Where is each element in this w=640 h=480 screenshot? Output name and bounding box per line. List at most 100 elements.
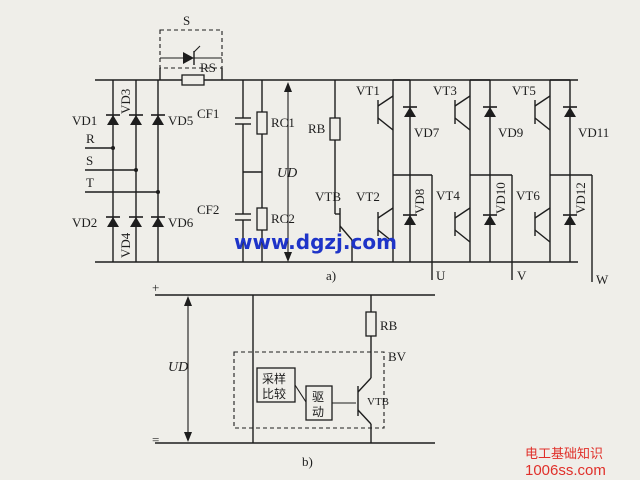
vt6-emitter: [534, 229, 551, 243]
thyristor-gate: [193, 45, 201, 53]
junction: [156, 190, 160, 194]
vtb-b-emitter: [357, 409, 372, 425]
label-vt2: VT2: [356, 189, 380, 204]
diode-vd7: [402, 106, 418, 118]
drive-block: [305, 385, 333, 421]
vt5-emitter: [534, 117, 551, 131]
label-vd5: VD5: [168, 113, 193, 128]
junction: [134, 168, 138, 172]
resistor-rb: [329, 117, 341, 141]
label-vd2: VD2: [72, 215, 97, 230]
diode-vd8: [402, 214, 418, 226]
junction: [111, 146, 115, 150]
label-cf1: CF1: [197, 106, 219, 121]
diode-vd10: [482, 214, 498, 226]
switch-box: [159, 29, 223, 69]
label-rb-b: RB: [380, 318, 398, 333]
label-vt3: VT3: [433, 83, 457, 98]
inverter-legs: VT1 VT2 VD7 VD8 U VT3 VT4 VD9 VD10 V: [356, 79, 609, 287]
label-vt5: VT5: [512, 83, 536, 98]
ud-arrowhead: [184, 432, 192, 442]
label-rs: RS: [200, 60, 216, 75]
label-minus: =: [152, 432, 159, 447]
diode-vd9: [482, 106, 498, 118]
label-input-s: S: [86, 153, 93, 168]
circuit-a: R S T VD1 VD3 VD5 VD2 VD4 VD6 S RS CF1 C…: [72, 13, 609, 287]
label-output-w: W: [596, 272, 609, 287]
site-name: 电工基础知识: [525, 446, 603, 462]
compare-block: [256, 367, 296, 403]
label-output-v: V: [517, 268, 527, 283]
label-input-r: R: [86, 131, 95, 146]
vt4-emitter: [454, 229, 471, 243]
vt1-emitter: [377, 117, 394, 131]
signal-link: [294, 384, 307, 403]
label-vtb-a: VTB: [315, 189, 341, 204]
site-logo: 电工基础知识 1006ss.com: [525, 446, 606, 479]
ud-arrowhead: [284, 252, 292, 262]
vtb-emitter: [339, 225, 353, 241]
label-output-u: U: [436, 268, 446, 283]
diode-vd4: [128, 216, 144, 228]
diode-vd3: [128, 114, 144, 126]
vt3-emitter: [454, 117, 471, 131]
label-bv: BV: [388, 349, 407, 364]
diode-vd12: [562, 214, 578, 226]
label-vd7: VD7: [414, 125, 440, 140]
vt4-collector: [454, 207, 471, 219]
label-vt4: VT4: [436, 188, 460, 203]
label-vd4: VD4: [118, 232, 133, 258]
vt2-emitter: [377, 229, 394, 243]
diode-vd1: [105, 114, 121, 126]
label-vd10: VD10: [493, 182, 508, 214]
label-compare-1: 采样: [262, 371, 286, 386]
vt5-collector: [534, 95, 551, 107]
vt2-collector: [377, 207, 394, 219]
vt6-collector: [534, 207, 551, 219]
site-domain: 1006ss.com: [525, 462, 606, 479]
resistor-rb-b: [365, 311, 377, 337]
vtb-b-collector: [357, 377, 372, 393]
label-vt6: VT6: [516, 188, 540, 203]
label-plus: +: [152, 280, 159, 295]
watermark: www.dgzj.com: [234, 230, 397, 254]
caption-b: b): [302, 454, 313, 469]
label-vd6: VD6: [168, 215, 194, 230]
diode-vd11: [562, 106, 578, 118]
label-vd9: VD9: [498, 125, 523, 140]
diode-vd6: [150, 216, 166, 228]
label-rb-a: RB: [308, 121, 326, 136]
label-drive-1: 驱: [312, 390, 324, 404]
control-module: [233, 351, 385, 429]
label-vd12: VD12: [573, 182, 588, 214]
label-switch-s: S: [183, 13, 190, 28]
resistor-rc2: [256, 207, 268, 231]
caption-a: a): [326, 268, 336, 283]
label-ud-a: UD: [277, 166, 297, 181]
label-drive-2: 动: [312, 405, 324, 419]
label-input-t: T: [86, 175, 94, 190]
vt3-collector: [454, 95, 471, 107]
diode-vd2: [105, 216, 121, 228]
resistor-rc1: [256, 111, 268, 135]
label-vtb-b: VTB: [367, 396, 389, 408]
label-rc2: RC2: [271, 211, 295, 226]
ud-arrowhead: [284, 82, 292, 92]
diode-vd5: [150, 114, 166, 126]
label-rc1: RC1: [271, 115, 295, 130]
label-vd3: VD3: [118, 89, 133, 114]
resistor-rs: [181, 74, 205, 86]
label-compare-2: 比较: [262, 386, 286, 401]
vt1-collector: [377, 95, 394, 107]
circuit-b: + = UD 采样 比较 驱 动 RB BV VTB b): [152, 280, 435, 469]
label-vd1: VD1: [72, 113, 97, 128]
label-cf2: CF2: [197, 202, 219, 217]
label-vd11: VD11: [578, 125, 609, 140]
thyristor-icon: [183, 52, 194, 64]
label-vd8: VD8: [412, 189, 427, 214]
ud-arrowhead: [184, 296, 192, 306]
label-ud-b: UD: [168, 360, 188, 375]
label-vt1: VT1: [356, 83, 380, 98]
